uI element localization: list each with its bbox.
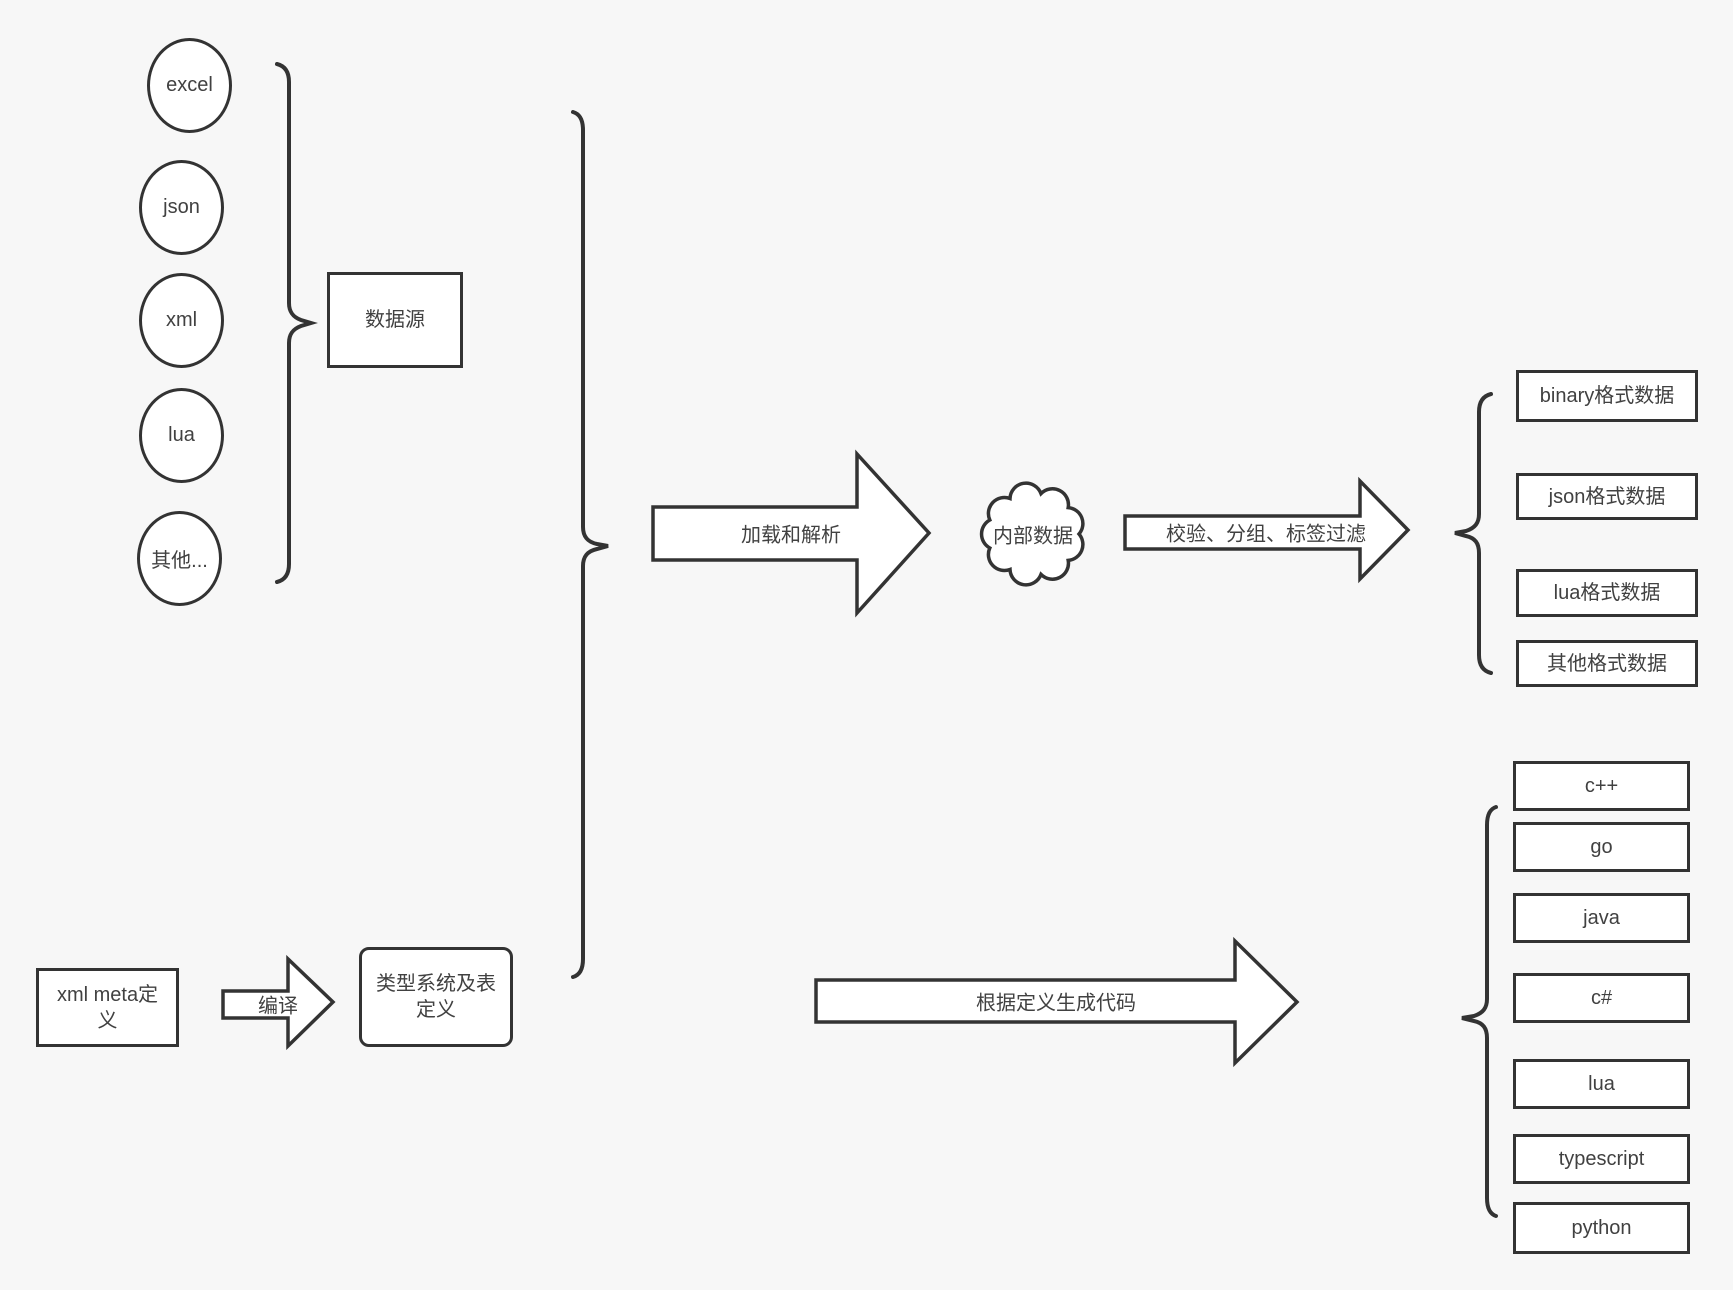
source-label-excel: excel [166,74,213,96]
source-label-json: json [163,196,200,218]
lang-label-typescript: typescript [1558,1148,1645,1170]
lang-box-python: python [1513,1202,1690,1254]
generate-code-arrow-label: 根据定义生成代码 [976,992,1136,1015]
format-label-lua: lua格式数据 [1553,582,1661,604]
source-circle-excel: excel [147,38,232,133]
format-label-binary: binary格式数据 [1539,385,1675,407]
lang-box-go: go [1513,822,1690,872]
type-system-label: 类型系统及表 定义 [376,973,496,1021]
xml-meta-label: xml meta定 义 [56,983,159,1032]
internal-data-cloud [979,481,1085,587]
brace-formats [1454,392,1493,675]
lang-box-lua: lua [1513,1059,1690,1109]
lang-label-lua: lua [1588,1073,1615,1095]
format-label-json: json格式数据 [1548,485,1666,508]
source-label-xml: xml [165,309,198,331]
format-box-lua: lua格式数据 [1516,569,1698,617]
format-label-other: 其他格式数据 [1547,652,1667,675]
source-circle-json: json [139,160,224,255]
format-box-binary: binary格式数据 [1516,370,1698,422]
load-parse-arrow [651,449,932,618]
lang-box-typescript: typescript [1513,1134,1690,1184]
lang-box-cpp: c++ [1513,761,1690,811]
compile-arrow-label: 编译 [258,995,298,1018]
lang-label-java: java [1583,907,1620,929]
lang-box-java: java [1513,893,1690,943]
brace-sources [275,62,318,584]
format-box-json: json格式数据 [1516,473,1698,520]
load-parse-arrow-label: 加载和解析 [741,524,841,547]
source-circle-lua: lua [139,388,224,483]
generate-code-arrow [814,936,1300,1068]
lang-label-python: python [1571,1217,1632,1239]
filter-arrow-label: 校验、分组、标签过滤 [1166,523,1366,546]
filter-arrow [1123,476,1411,584]
source-circle-xml: xml [139,273,224,368]
data-source-box: 数据源 [327,272,463,368]
lang-label-cpp: c++ [1584,775,1619,797]
source-label-lua: lua [168,424,195,446]
data-source-label: 数据源 [365,309,425,331]
source-label-others: 其他... [151,550,208,572]
lang-label-csharp: c# [1590,987,1613,1009]
brace-languages [1461,805,1498,1218]
lang-label-go: go [1590,836,1613,858]
format-box-other: 其他格式数据 [1516,640,1698,687]
brace-pipeline-inputs [571,110,609,979]
type-system-box: 类型系统及表 定义 [359,947,513,1047]
lang-box-csharp: c# [1513,973,1690,1023]
xml-meta-box: xml meta定 义 [36,968,179,1047]
source-circle-others: 其他... [137,511,222,606]
internal-data-label: 内部数据 [993,525,1073,548]
compile-arrow [221,954,336,1051]
